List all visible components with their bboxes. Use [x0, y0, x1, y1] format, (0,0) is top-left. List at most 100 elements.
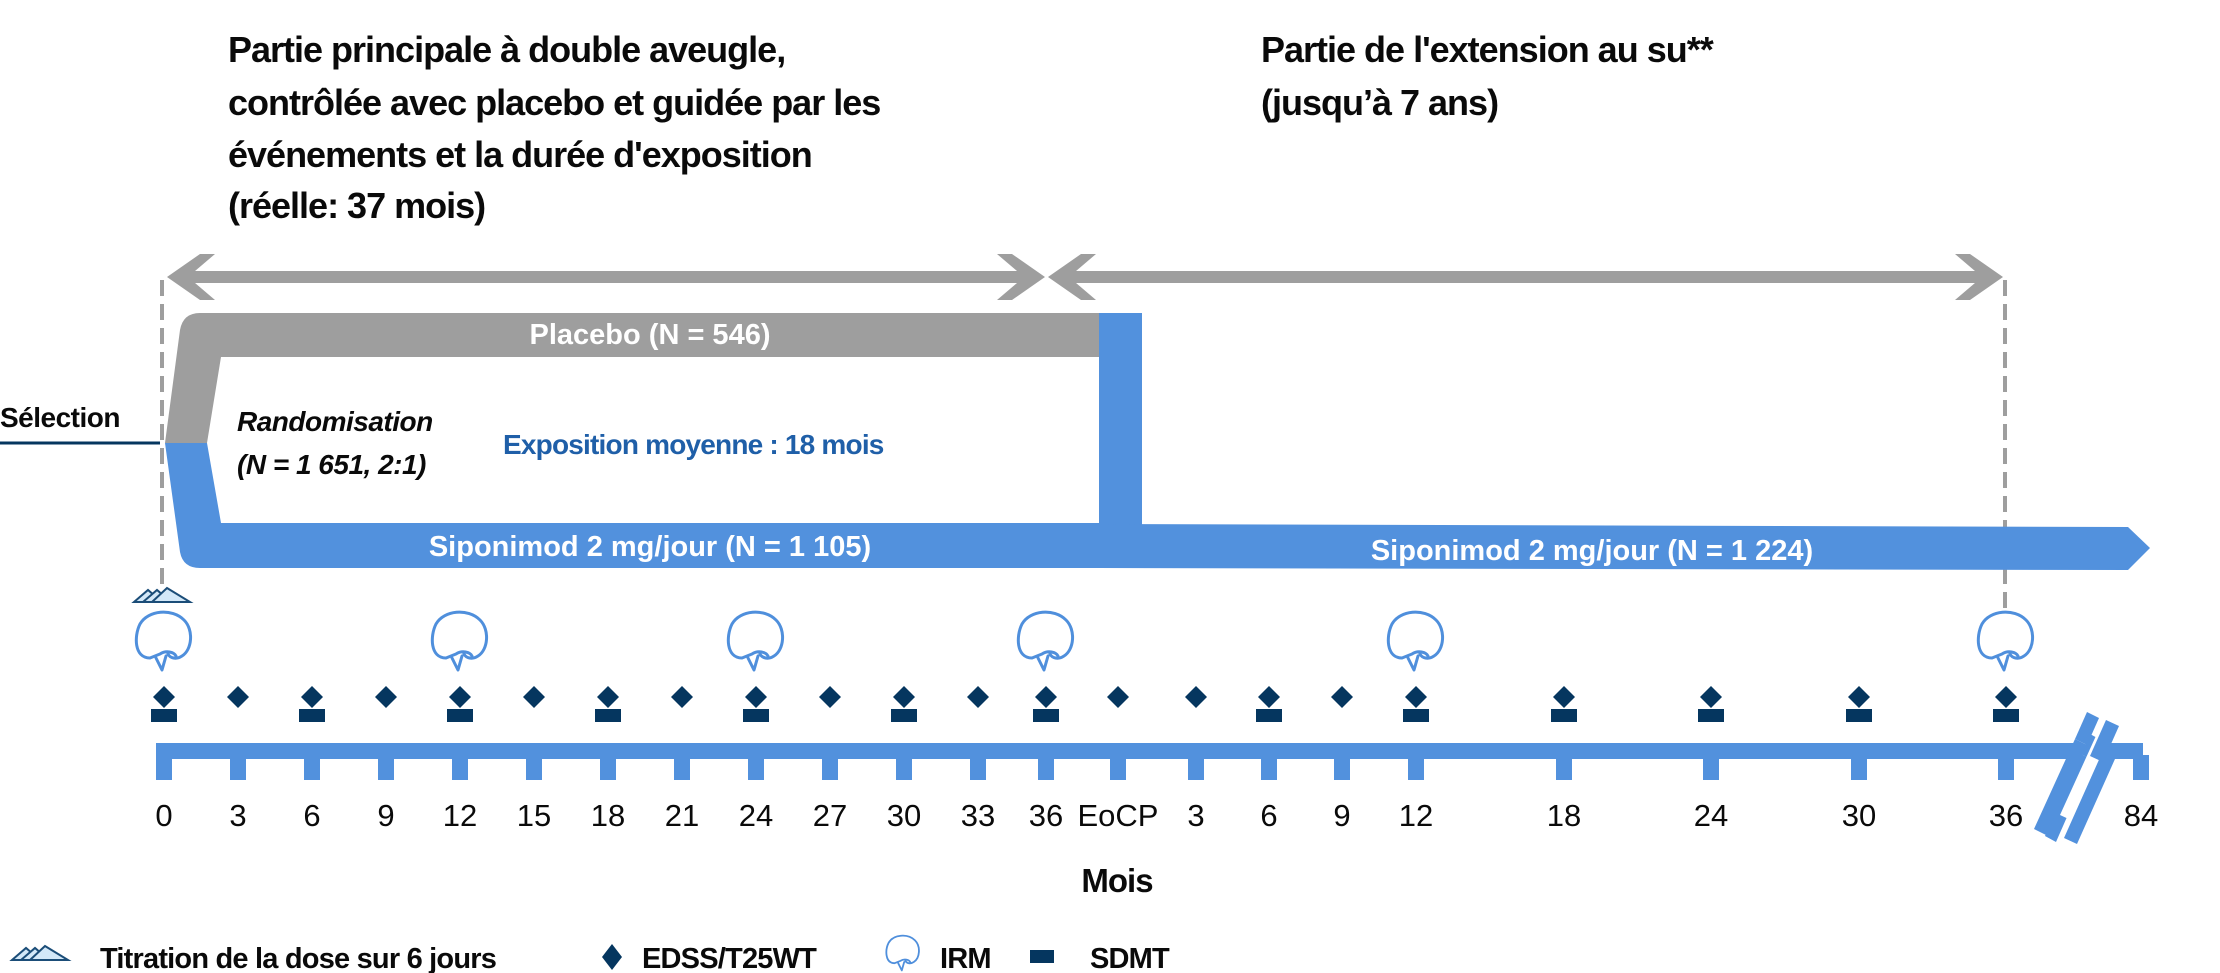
tick-label: 3	[229, 798, 246, 833]
sdmt-square-marker	[1551, 709, 1577, 722]
siponimod-extension-arm-bar	[1099, 524, 2150, 570]
edss-diamond-marker	[523, 686, 545, 708]
sdmt-square-marker	[743, 709, 769, 722]
randomisation-line: (N = 1 651, 2:1)	[237, 449, 426, 480]
tick-label: 6	[1260, 798, 1277, 833]
sdmt-square-marker	[1993, 709, 2019, 722]
axis-tick	[378, 755, 394, 780]
legend-label: Titration de la dose sur 6 jours	[100, 943, 496, 973]
core-header-line: (réelle: 37 mois)	[228, 185, 485, 226]
axis-tick	[1408, 755, 1424, 780]
extension-header-line: Partie de l'extension au su**	[1261, 29, 1714, 70]
edss-diamond-marker	[1331, 686, 1353, 708]
randomisation-label: Randomisation (N = 1 651, 2:1)	[237, 406, 440, 480]
edss-diamond-marker	[153, 686, 175, 708]
legend-label: SDMT	[1090, 943, 1170, 973]
axis-line	[156, 743, 2143, 759]
legend-label: EDSS/T25WT	[642, 943, 817, 973]
brain-mri-icon	[1386, 610, 1445, 672]
axis-tick	[1334, 755, 1350, 780]
tick-label: 36	[1989, 798, 2023, 833]
randomisation-line: Randomisation	[237, 406, 433, 437]
tick-label: 9	[377, 798, 394, 833]
titration-icon	[11, 945, 69, 961]
tick-label: 36	[1029, 798, 1063, 833]
legend-item-edss: EDSS/T25WT	[602, 943, 818, 973]
legend: Titration de la dose sur 6 jours EDSS/T2…	[11, 934, 1171, 973]
edss-diamond-marker	[1035, 686, 1057, 708]
edss-diamond-marker	[449, 686, 471, 708]
tick-label: 27	[813, 798, 847, 833]
legend-item-sdmt: SDMT	[1030, 943, 1171, 973]
axis-tick	[674, 755, 690, 780]
tick-label: 18	[591, 798, 625, 833]
placebo-arm-label: Placebo (N = 546)	[530, 319, 771, 351]
tick-label: 12	[1399, 798, 1433, 833]
sdmt-square-marker	[1698, 709, 1724, 722]
sdmt-square-marker	[1403, 709, 1429, 722]
axis-tick	[970, 755, 986, 780]
sdmt-square-marker	[447, 709, 473, 722]
siponimod-core-arm-bar	[165, 443, 1100, 568]
tick-label: EoCP	[1078, 798, 1159, 833]
edss-diamond-marker	[1995, 686, 2017, 708]
axis-tick	[2133, 755, 2149, 780]
edss-diamond-marker	[1553, 686, 1575, 708]
tick-label: 3	[1187, 798, 1204, 833]
core-header-line: événements et la durée d'exposition	[228, 134, 812, 175]
tick-label: 24	[1694, 798, 1728, 833]
tick-label: 30	[887, 798, 921, 833]
axis-tick	[1851, 755, 1867, 780]
siponimod-extension-arm-label: Siponimod 2 mg/jour (N = 1 224)	[1371, 535, 1813, 567]
sdmt-square-marker	[1846, 709, 1872, 722]
sdmt-square-marker	[151, 709, 177, 722]
edss-diamond-marker	[1700, 686, 1722, 708]
axis-tick	[1110, 755, 1126, 780]
tick-label: 15	[517, 798, 551, 833]
core-phase-header: Partie principale à double aveugle, cont…	[228, 29, 889, 226]
core-header-line: Partie principale à double aveugle,	[228, 29, 785, 70]
sdmt-square-marker	[1256, 709, 1282, 722]
axis-tick	[748, 755, 764, 780]
extension-header-line: (jusqu’à 7 ans)	[1261, 82, 1498, 123]
brain-mri-icon	[726, 610, 785, 672]
edss-diamond-marker	[671, 686, 693, 708]
brain-mri-icon	[430, 610, 489, 672]
axis-title: Mois	[1081, 862, 1152, 899]
edss-diamond-marker	[301, 686, 323, 708]
tick-label: 24	[739, 798, 773, 833]
edss-diamond-marker	[1848, 686, 1870, 708]
edss-diamond-marker	[893, 686, 915, 708]
tick-label: 12	[443, 798, 477, 833]
selection-label: Sélection	[0, 402, 120, 433]
square-icon	[1030, 950, 1054, 963]
core-header-line: contrôlée avec placebo et guidée par les	[228, 82, 880, 123]
brain-mri-icon	[1016, 610, 1075, 672]
axis-break-icon	[2034, 700, 2119, 844]
brain-mri-icon	[134, 610, 193, 672]
sdmt-square-marker	[299, 709, 325, 722]
edss-diamond-marker	[1107, 686, 1129, 708]
mean-exposure-label: Exposition moyenne : 18 mois	[503, 429, 884, 460]
edss-diamond-marker	[819, 686, 841, 708]
sdmt-square-marker	[1033, 709, 1059, 722]
legend-label: IRM	[940, 943, 991, 973]
axis-tick	[156, 755, 172, 780]
tick-label: 84	[2124, 798, 2158, 833]
edss-diamond-marker	[375, 686, 397, 708]
edss-diamond-marker	[967, 686, 989, 708]
tick-label: 33	[961, 798, 995, 833]
tick-label: 6	[303, 798, 320, 833]
edss-diamond-marker	[1258, 686, 1280, 708]
edss-diamond-marker	[1405, 686, 1427, 708]
tick-label: 9	[1333, 798, 1350, 833]
axis-tick	[1038, 755, 1054, 780]
siponimod-core-arm-label: Siponimod 2 mg/jour (N = 1 105)	[429, 531, 871, 563]
assessment-markers	[133, 587, 2035, 722]
axis-tick	[230, 755, 246, 780]
extension-phase-header: Partie de l'extension au su** (jusqu’à 7…	[1261, 29, 1722, 123]
axis-tick	[1261, 755, 1277, 780]
placebo-arm-bar	[165, 313, 1100, 443]
axis-tick	[822, 755, 838, 780]
extension-span-arrow	[1048, 254, 2003, 300]
